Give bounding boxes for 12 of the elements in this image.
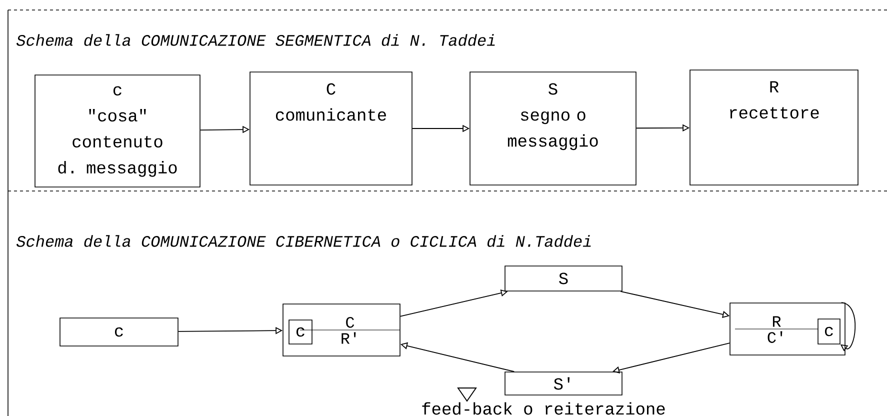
process-box: R recettore	[690, 70, 858, 186]
process-box: S'	[504, 372, 622, 396]
process-box: c	[60, 318, 178, 346]
note-text: feed-back o reiterazione	[422, 402, 665, 415]
process-box: c "cosa" contenuto d. messaggio	[34, 74, 200, 188]
heading: Schema della COMUNICAZIONE SEGMENTICA di N. Taddei	[16, 34, 495, 46]
heading: Schema della COMUNICAZIONE CIBERNETICA o CICLICA di N.Taddei	[16, 235, 591, 247]
inner-box: c	[288, 320, 312, 344]
inner-box: c	[818, 318, 840, 344]
process-box: S segno o messaggio	[470, 72, 636, 186]
process-box: S	[504, 266, 622, 292]
process-box: C comunicante	[250, 72, 412, 186]
